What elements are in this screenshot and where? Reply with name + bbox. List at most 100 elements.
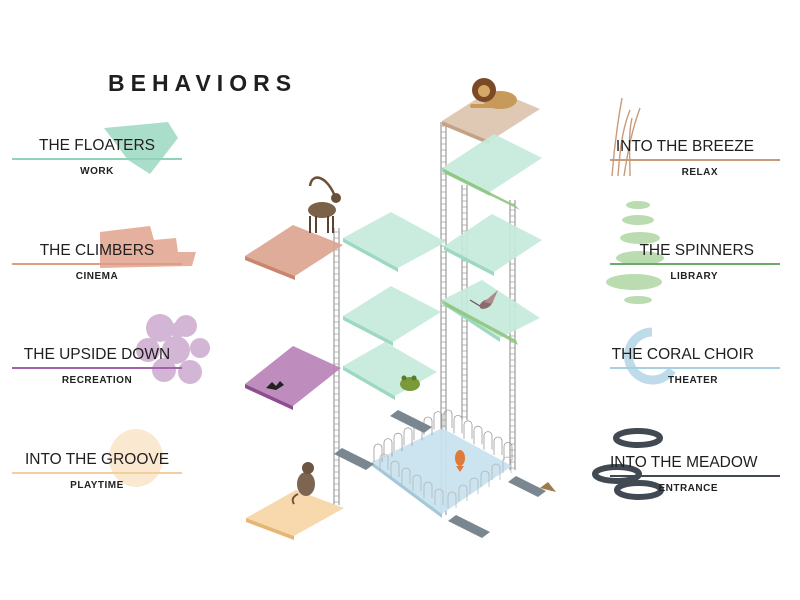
legend-rule (12, 263, 182, 265)
plate-edge (444, 246, 494, 276)
railing-arch (463, 420, 473, 439)
legend-spinners: THE SPINNERS LIBRARY (610, 242, 780, 283)
page-title: BEHAVIORS (108, 70, 298, 96)
blob-lobe (146, 314, 174, 342)
plate-edge (246, 518, 294, 540)
railing-arch (434, 488, 444, 505)
plate-top (343, 342, 437, 396)
spinner-disc (626, 201, 650, 209)
legend-rule (610, 367, 780, 369)
legend-title: THE SPINNERS (639, 242, 754, 259)
legend-subtitle: CINEMA (75, 270, 119, 282)
fish-icon (455, 450, 465, 472)
fish-tail (456, 466, 464, 472)
blob-lobe (152, 358, 176, 382)
pool-edge (372, 462, 442, 518)
plate-top (245, 225, 343, 276)
meadow-ring (592, 464, 642, 484)
legend-subtitle: WORK (80, 165, 114, 177)
railing-arch (383, 438, 393, 457)
pool-water (372, 428, 512, 514)
legend-rule (12, 158, 182, 160)
meadow-rings-icon (592, 428, 664, 500)
plate-top (442, 134, 542, 192)
plate-top (245, 346, 341, 406)
grass-blade (611, 97, 623, 177)
legend-title: INTO THE MEADOW (610, 454, 758, 471)
spinner-disc (616, 251, 664, 265)
railing-arch (379, 453, 389, 470)
spinner-disc (606, 274, 662, 290)
railing-arch (473, 425, 483, 445)
legend-subtitle: LIBRARY (670, 270, 718, 282)
small-bird-icon (540, 482, 556, 492)
plate-purple (245, 346, 341, 410)
monkey-head (302, 462, 314, 474)
bird-beak (469, 299, 481, 307)
blob-lobe (162, 336, 190, 364)
railing-arch (412, 474, 422, 491)
monkey-tail (291, 493, 299, 505)
railing-arch (390, 460, 400, 477)
legend-upside-down: THE UPSIDE DOWN RECREATION (12, 346, 182, 387)
lion-paws (470, 104, 500, 108)
legend-subtitle: THEATER (668, 374, 718, 386)
breeze-grass-icon (611, 97, 641, 177)
railing-arch (423, 481, 433, 498)
animals (266, 78, 556, 505)
walkway-slab (448, 515, 490, 538)
legend-subtitle: PLAYTIME (70, 479, 124, 491)
legend-meadow: INTO THE MEADOW ENTRANCE (610, 454, 780, 495)
floor-plates (245, 89, 542, 540)
railing-arch (502, 456, 512, 473)
plate-peach (246, 490, 344, 540)
legend-rule (610, 263, 780, 265)
spinner-disc (622, 215, 654, 225)
ibex-body (308, 202, 336, 218)
legend-rule (610, 159, 780, 161)
railing-arch (433, 411, 443, 430)
walkway-slab (390, 410, 432, 433)
legend-floaters: THE FLOATERS WORK (12, 137, 182, 178)
legend-subtitle: RELAX (681, 166, 718, 178)
railing-arch (493, 436, 503, 455)
legend-subtitle: ENTRANCE (658, 482, 718, 494)
ibex-head (331, 193, 341, 203)
legend-climbers: THE CLIMBERS CINEMA (12, 242, 182, 283)
floaters-shape-icon (104, 122, 178, 174)
bird-icon (469, 290, 498, 309)
legend-groove: INTO THE GROOVE PLAYTIME (12, 451, 182, 492)
legend-title: INTO THE GROOVE (24, 451, 170, 468)
railing-arch (403, 427, 413, 446)
railing-arch (393, 432, 403, 452)
spinners-discs-icon (606, 201, 664, 304)
water-pool (372, 409, 513, 518)
blob-lobe (190, 338, 210, 358)
plate-top (442, 280, 540, 338)
legend-breeze: INTO THE BREEZE RELAX (610, 138, 780, 179)
plate-top (343, 212, 446, 268)
legend-title: THE CLIMBERS (39, 242, 155, 259)
ibex-horn (308, 176, 336, 195)
legend-rule (12, 472, 182, 474)
meadow-ring (614, 480, 664, 500)
railing-arch (483, 431, 493, 450)
bat-icon (266, 381, 284, 390)
legend-title: THE FLOATERS (39, 137, 155, 154)
legend-subtitle: RECREATION (61, 374, 133, 386)
ibex-icon (308, 176, 341, 233)
legend-icons (100, 97, 676, 500)
walkway-slab (334, 448, 374, 470)
fish-body (455, 450, 465, 466)
meadow-ring (613, 428, 663, 448)
upside-down-shape-icon (136, 314, 210, 384)
walkway-slab (508, 476, 546, 497)
frog-eye (411, 375, 417, 381)
lion-face (478, 85, 490, 97)
plate-salmon (245, 225, 343, 280)
blob-lobe (136, 338, 160, 362)
monkey-body (297, 472, 315, 496)
spinner-disc (620, 232, 660, 244)
